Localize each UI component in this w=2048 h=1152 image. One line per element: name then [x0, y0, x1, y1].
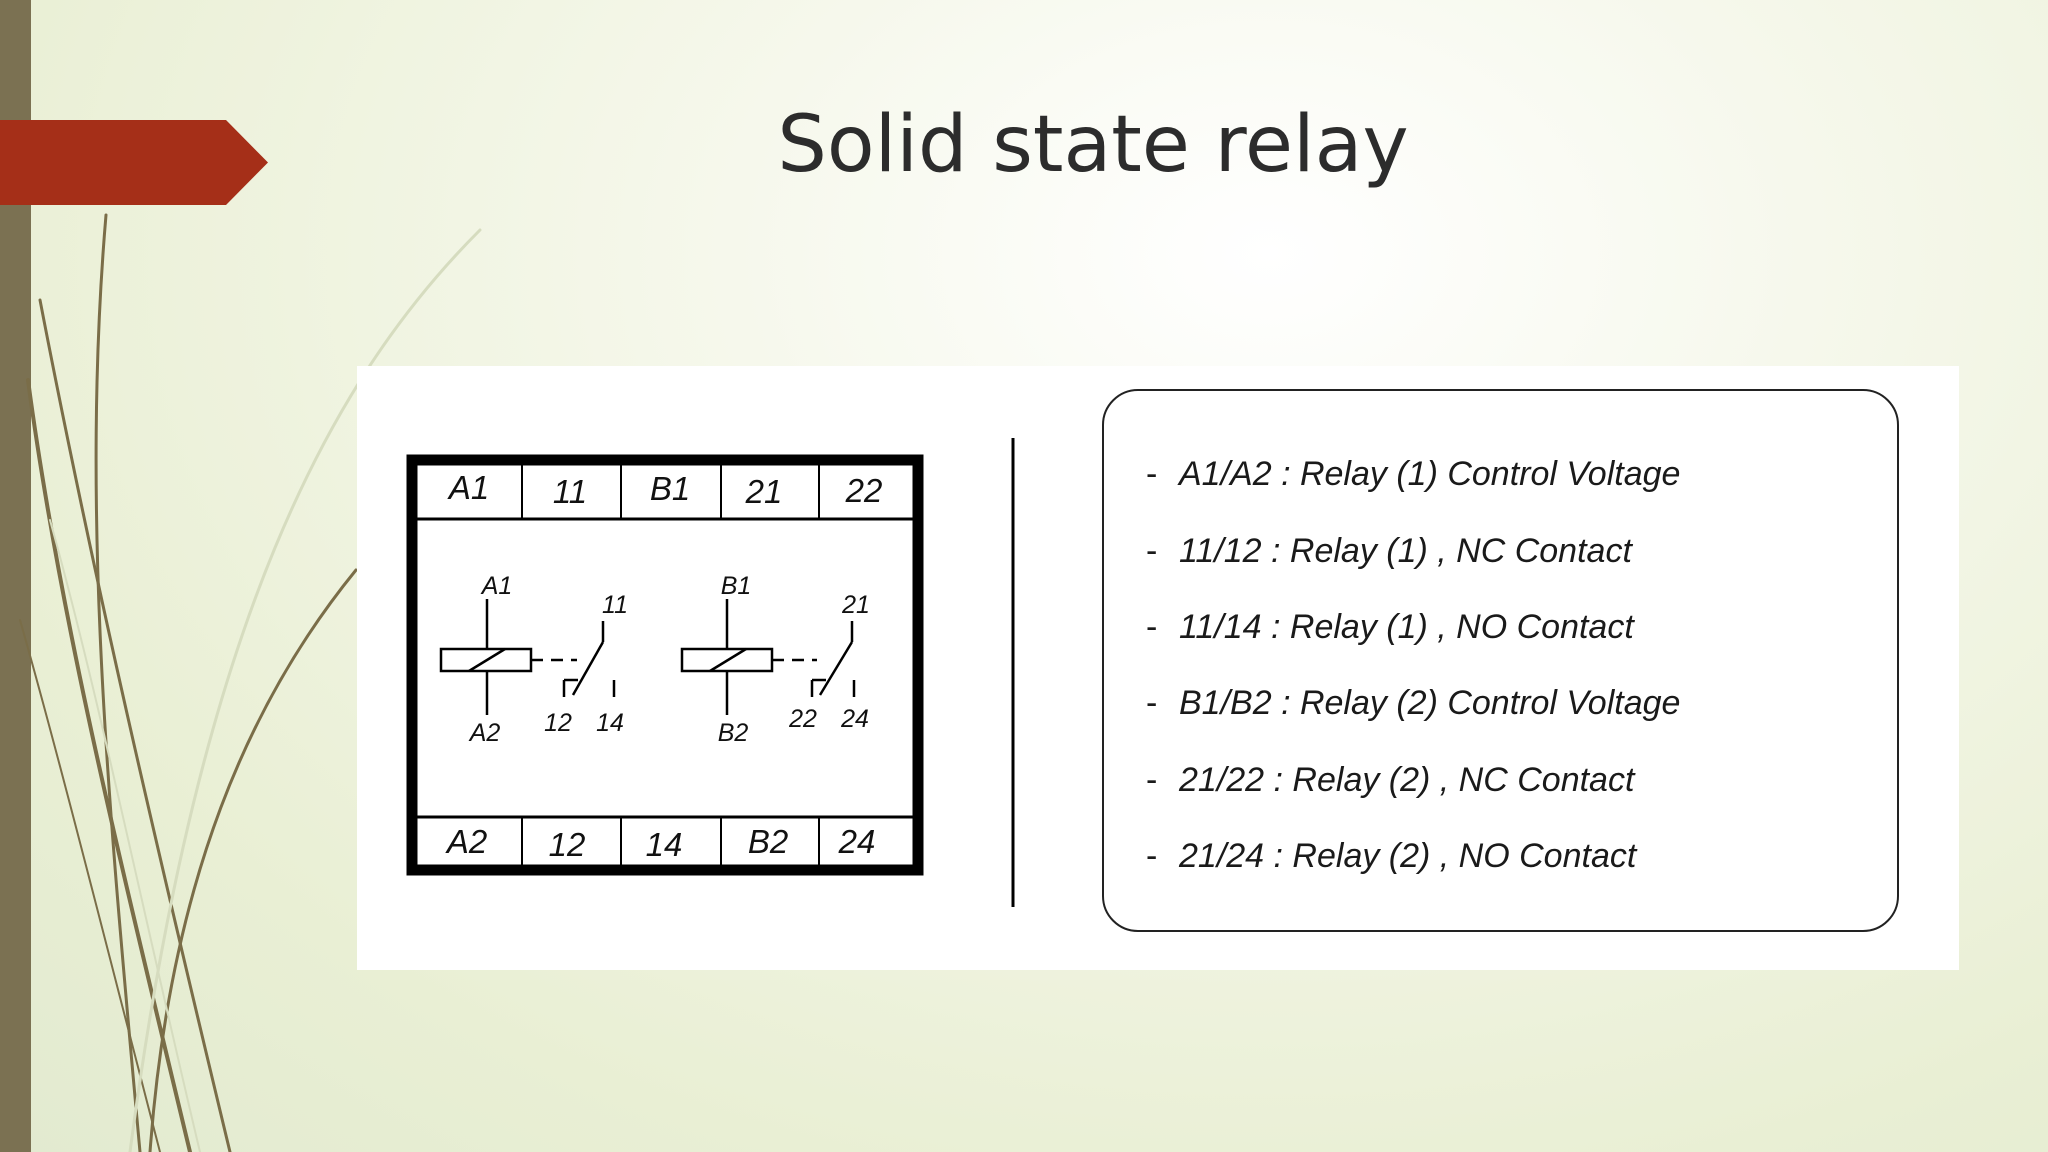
title-arrow-banner: [0, 120, 268, 205]
relay-1-coil-top-label: A1: [480, 572, 513, 600]
legend-item-text: 21/24 : Relay (2) , NO Contact: [1179, 837, 1637, 875]
terminal-label-a1: A1: [447, 469, 489, 506]
decorative-grass-graphic: [19, 213, 482, 1152]
legend-item-text: A1/A2 : Relay (1) Control Voltage: [1179, 455, 1681, 493]
relay-2-nc-label: 22: [788, 705, 817, 733]
relay-2-common-label: 21: [841, 591, 870, 619]
relay-figure-panel: A1 11 B1 21 22 A2 12 14 B2 24 A1 A2: [357, 366, 1959, 970]
relay-1-coil-bottom-label: A2: [468, 719, 501, 747]
legend-dash: -: [1146, 455, 1158, 493]
terminal-label-22: 22: [845, 472, 883, 509]
relay-2-no-label: 24: [840, 705, 869, 733]
relay-2-symbol: B1 B2 21 22 24: [680, 572, 870, 747]
relay-1-symbol: A1 A2 11 12 14: [439, 572, 628, 747]
relay-1-no-label: 14: [596, 709, 624, 737]
terminal-label-b2: B2: [748, 823, 788, 860]
legend-dash: -: [1146, 837, 1158, 875]
legend-item-text: 11/12 : Relay (1) , NC Contact: [1179, 532, 1632, 570]
legend-item-text: 11/14 : Relay (1) , NO Contact: [1179, 608, 1634, 646]
slide-title: Solid state relay: [777, 100, 1409, 190]
legend-item-text: 21/22 : Relay (2) , NC Contact: [1179, 761, 1635, 799]
terminal-label-14: 14: [646, 826, 683, 863]
terminal-label-a2: A2: [445, 823, 487, 860]
relay-housing-outline: [406, 454, 924, 876]
relay-2-coil-top-label: B1: [721, 572, 752, 600]
relay-2-coil-bottom-label: B2: [718, 719, 749, 747]
terminal-label-24: 24: [838, 823, 876, 860]
relay-wiring-diagram: A1 11 B1 21 22 A2 12 14 B2 24 A1 A2: [406, 438, 1015, 907]
legend-item-text: B1/B2 : Relay (2) Control Voltage: [1179, 684, 1681, 722]
terminal-label-12: 12: [549, 826, 586, 863]
legend-dash: -: [1146, 532, 1158, 570]
legend-dash: -: [1146, 761, 1158, 799]
relay-1-common-label: 11: [602, 591, 628, 619]
terminal-label-b1: B1: [650, 470, 690, 507]
terminal-legend-box: -A1/A2 : Relay (1) Control Voltage -11/1…: [1102, 389, 1899, 932]
terminal-label-21: 21: [745, 473, 783, 510]
legend-dash: -: [1146, 684, 1158, 722]
legend-dash: -: [1146, 608, 1158, 646]
relay-1-nc-label: 12: [544, 709, 572, 737]
terminal-label-11: 11: [553, 473, 587, 510]
